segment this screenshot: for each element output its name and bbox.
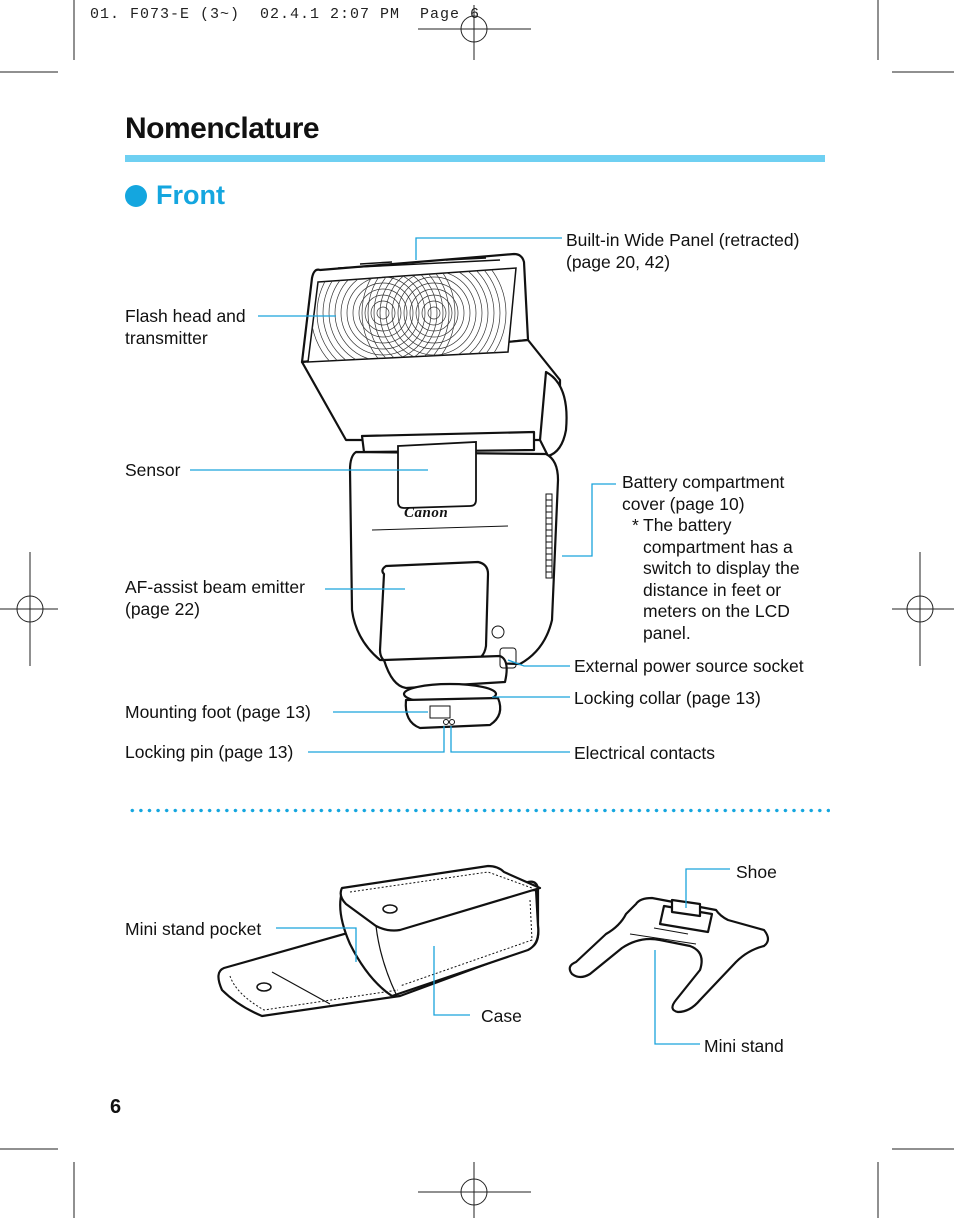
battery-note-mark: * (632, 515, 639, 535)
label-electrical-contacts: Electrical contacts (574, 743, 716, 763)
section-title: Front (156, 180, 225, 210)
label-case: Case (481, 1006, 522, 1026)
label-battery-cover-line1: Battery compartment (622, 472, 785, 492)
label-af-assist: AF-assist beam emitter (page 22) (125, 577, 305, 620)
label-battery-cover: Battery compartment cover (page 10) (622, 472, 784, 515)
section-heading: Front (125, 180, 225, 211)
label-af-assist-line1: AF-assist beam emitter (125, 577, 305, 597)
bullet-icon (125, 184, 147, 207)
canon-logo: Canon (404, 505, 449, 521)
label-external-power: External power source socket (574, 656, 804, 676)
print-slug: 01. F073-E (3~) 02.4.1 2:07 PM Page 6 (90, 6, 481, 23)
label-sensor: Sensor (125, 460, 181, 480)
battery-note: The battery compartment has a switch to … (643, 515, 800, 643)
label-flash-head: Flash head and transmitter (125, 306, 246, 349)
label-flash-head-line2: transmitter (125, 327, 208, 348)
label-wide-panel-ref: (page 20, 42) (566, 251, 671, 272)
label-battery-cover-line2: cover (page 10) (622, 493, 745, 514)
label-mounting-foot: Mounting foot (page 13) (125, 702, 311, 722)
label-locking-pin: Locking pin (page 13) (125, 742, 294, 762)
label-wide-panel-text: Built-in Wide Panel (retracted) (566, 230, 800, 250)
page-number: 6 (110, 1096, 122, 1118)
label-mini-stand: Mini stand (704, 1036, 784, 1056)
label-mini-stand-pocket: Mini stand pocket (125, 919, 262, 939)
title-underline (125, 155, 825, 162)
label-shoe: Shoe (736, 862, 777, 882)
label-wide-panel: Built-in Wide Panel (retracted) (page 20… (566, 230, 799, 273)
page-title: Nomenclature (125, 112, 320, 145)
label-locking-collar: Locking collar (page 13) (574, 688, 761, 708)
dotted-separator (128, 808, 830, 813)
label-af-assist-line2: (page 22) (125, 598, 200, 619)
label-flash-head-line1: Flash head and (125, 306, 246, 326)
